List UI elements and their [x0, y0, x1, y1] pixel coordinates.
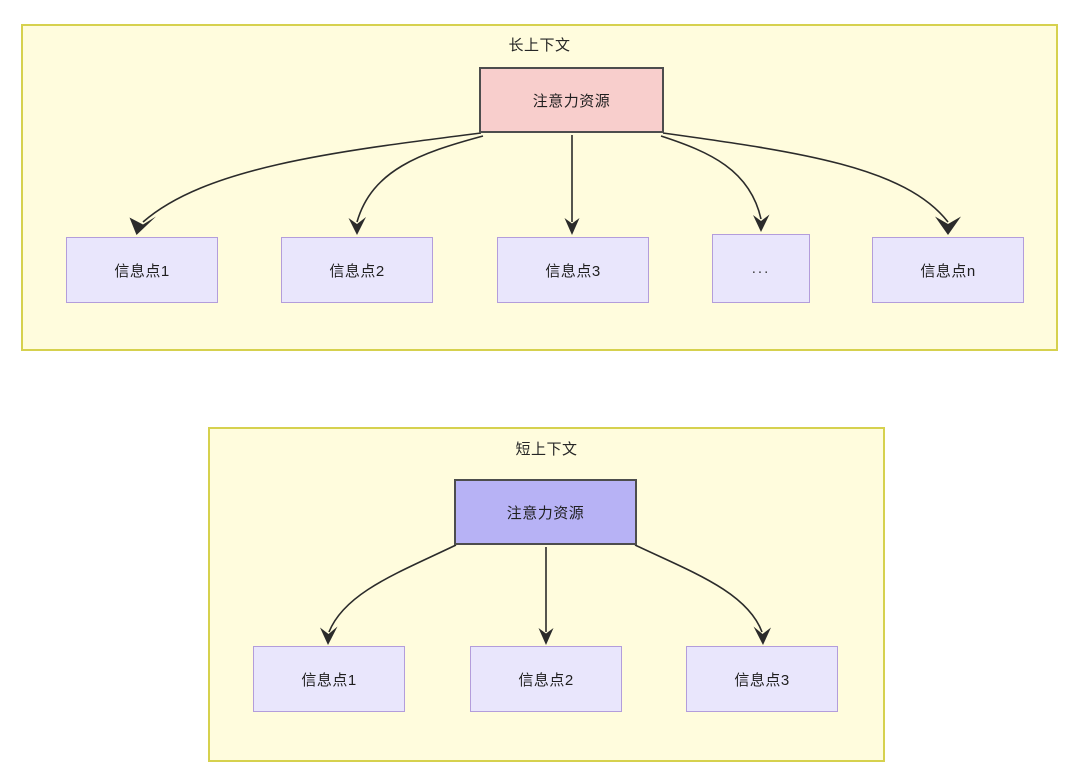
node-label: 信息点n — [920, 262, 976, 280]
node-long-info-1[interactable]: 信息点1 — [66, 237, 218, 303]
node-label: 信息点1 — [114, 262, 170, 280]
node-long-info-ellipsis[interactable]: ... — [712, 234, 810, 303]
panel-long-context-title: 长上下文 — [508, 37, 571, 54]
node-label: 注意力资源 — [506, 504, 585, 522]
node-label: 信息点3 — [734, 671, 790, 689]
node-label: 注意力资源 — [532, 92, 611, 110]
node-long-attention-resource[interactable]: 注意力资源 — [479, 67, 664, 133]
node-long-info-n[interactable]: 信息点n — [872, 237, 1024, 303]
node-label: 信息点3 — [545, 262, 601, 280]
node-label: ... — [751, 260, 771, 277]
node-long-info-3[interactable]: 信息点3 — [497, 237, 649, 303]
node-short-info-2[interactable]: 信息点2 — [470, 646, 622, 712]
node-label: 信息点2 — [329, 262, 385, 280]
node-short-attention-resource[interactable]: 注意力资源 — [454, 479, 637, 545]
node-label: 信息点1 — [301, 671, 357, 689]
node-label: 信息点2 — [518, 671, 574, 689]
node-short-info-1[interactable]: 信息点1 — [253, 646, 405, 712]
node-long-info-2[interactable]: 信息点2 — [281, 237, 433, 303]
node-short-info-3[interactable]: 信息点3 — [686, 646, 838, 712]
panel-short-context-title: 短上下文 — [515, 441, 578, 458]
